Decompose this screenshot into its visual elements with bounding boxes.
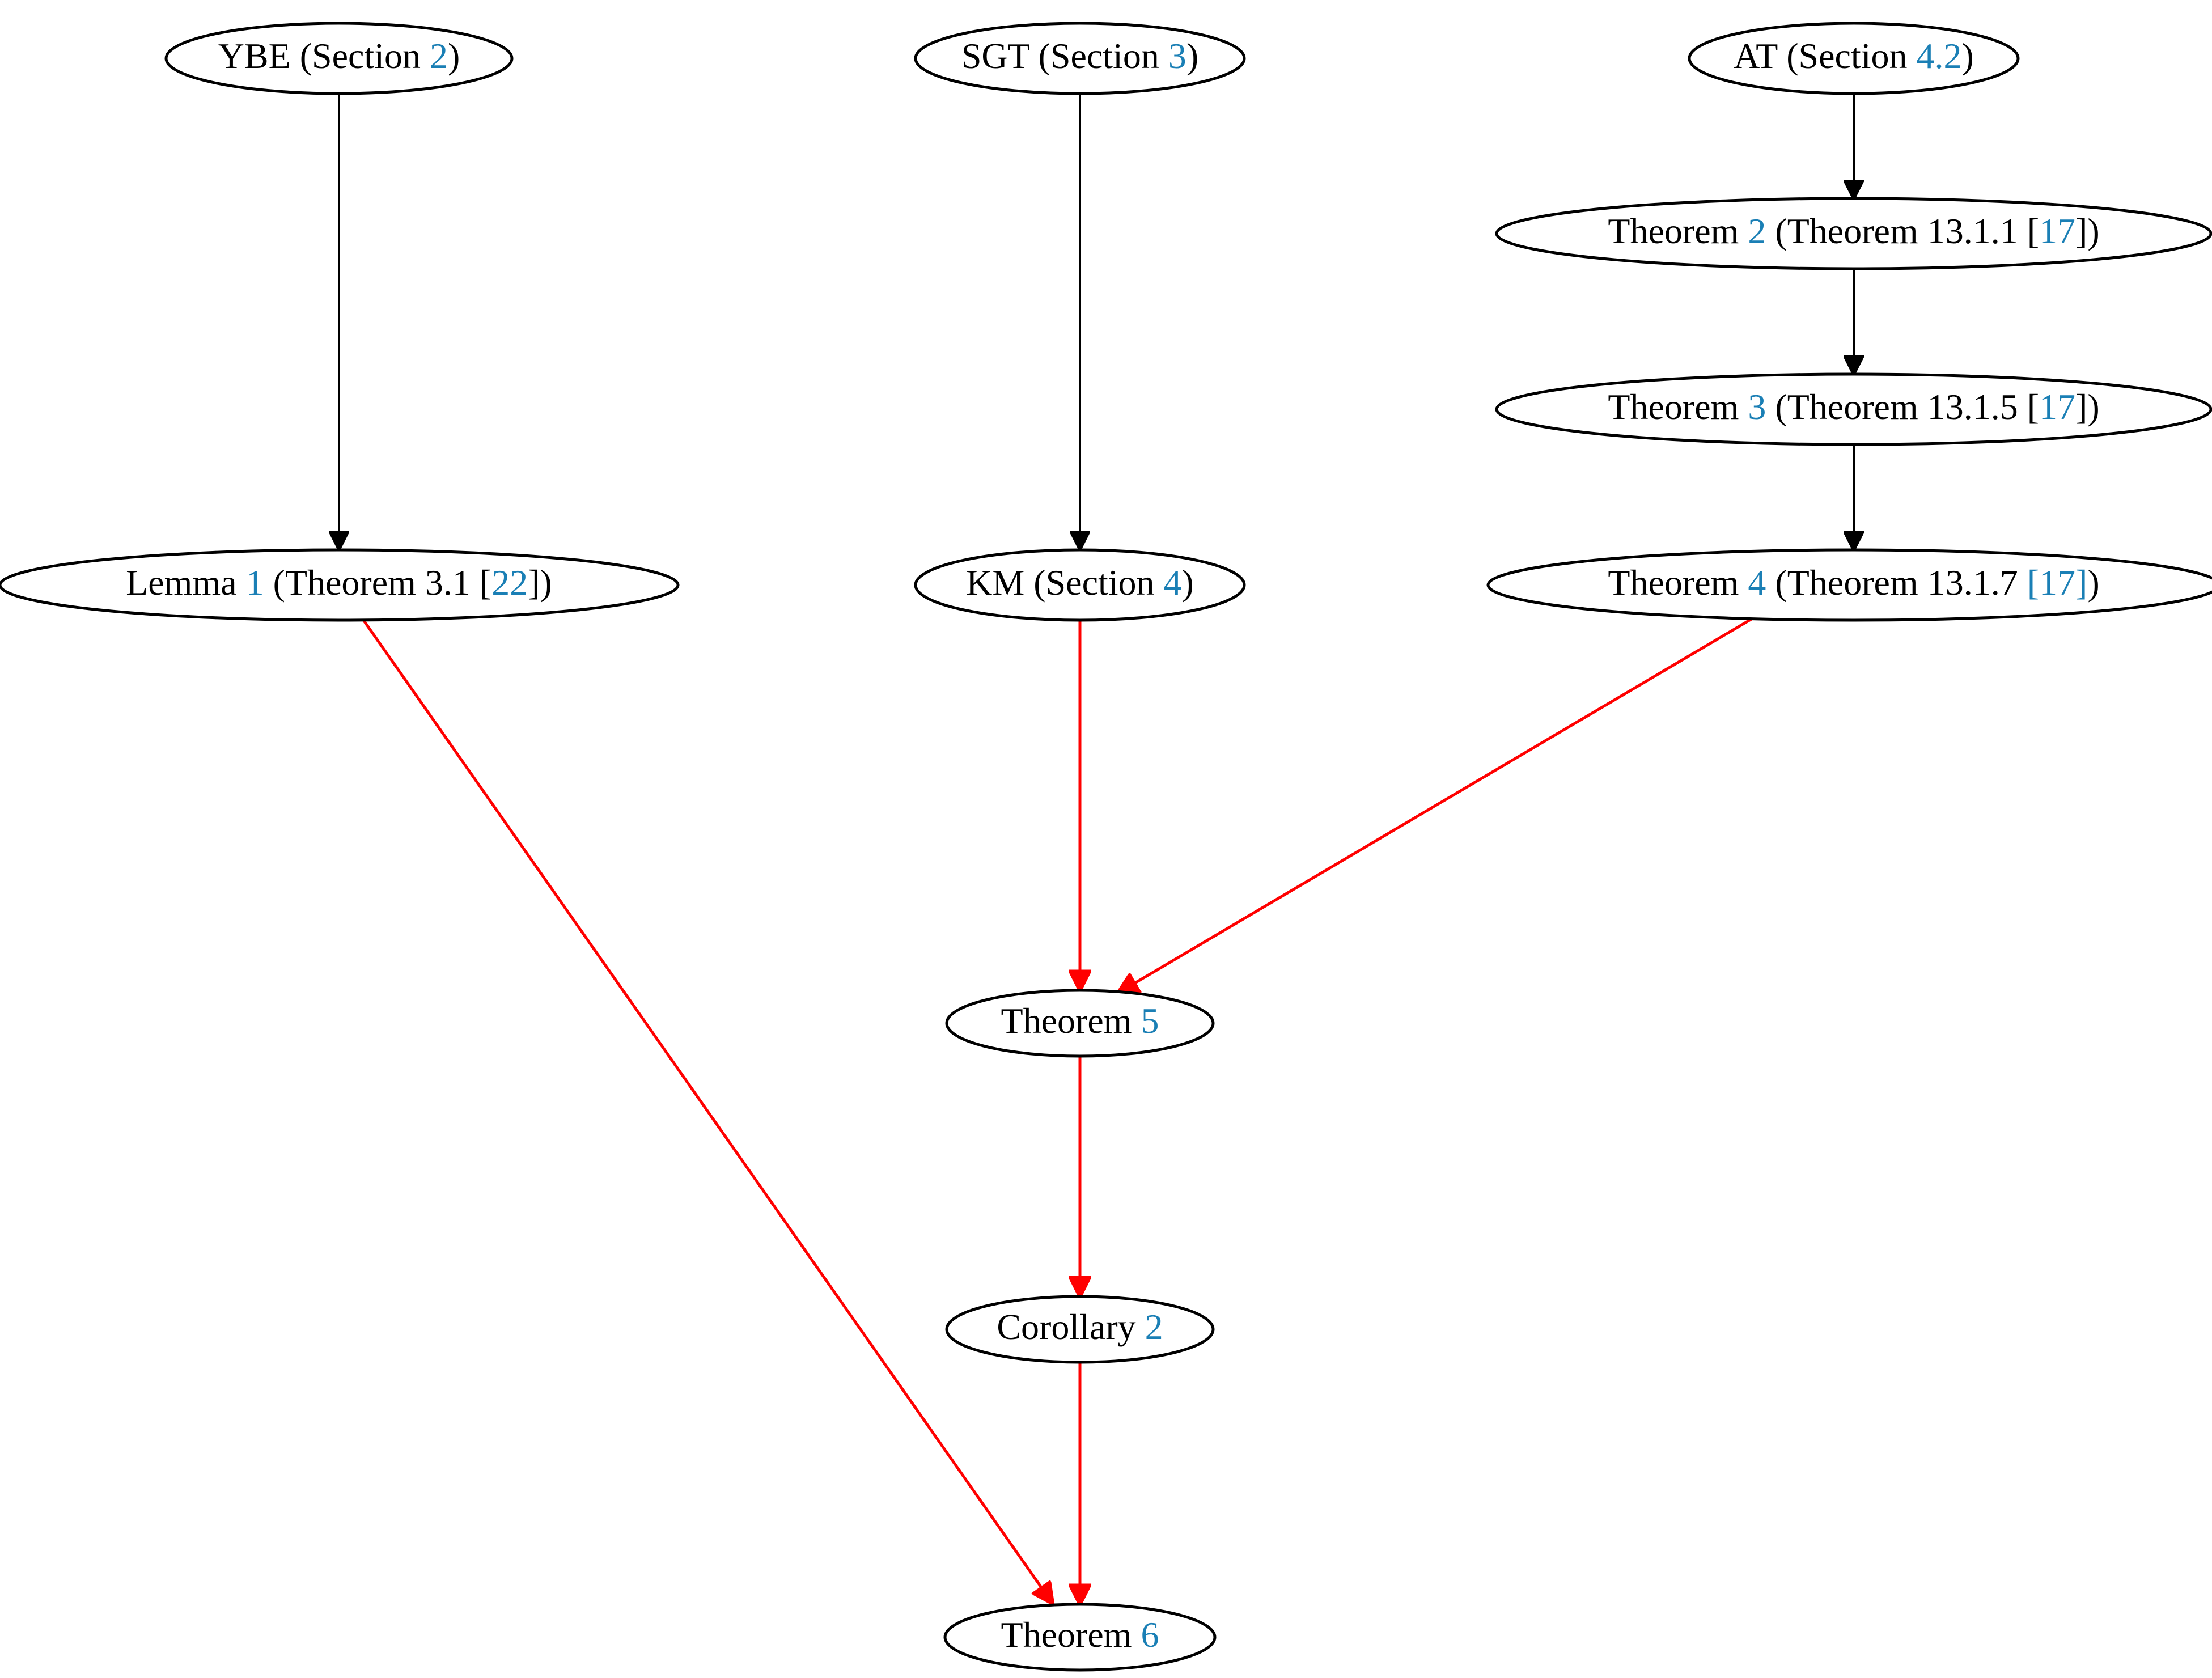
node-label-ybe-section-2: YBE (Section 2) — [218, 36, 460, 76]
graph-node-km-section-4[interactable]: KM (Section 4) — [914, 548, 1246, 622]
node-outline-corollary-2 — [945, 1295, 1215, 1364]
node-label-theorem-6: Theorem 6 — [1001, 1615, 1159, 1655]
node-outline-theorem-5 — [945, 989, 1215, 1058]
node-outline-theorem-3 — [1495, 372, 2212, 446]
node-outline-km-section-4 — [914, 548, 1246, 622]
node-outline-theorem-2 — [1495, 197, 2212, 270]
node-outline-theorem-6 — [943, 1603, 1217, 1672]
node-label-corollary-2: Corollary 2 — [997, 1307, 1163, 1347]
graph-node-theorem-6[interactable]: Theorem 6 — [943, 1603, 1217, 1672]
node-label-sgt-section-3: SGT (Section 3) — [961, 36, 1198, 76]
graph-node-theorem-2[interactable]: Theorem 2 (Theorem 13.1.1 [17]) — [1495, 197, 2212, 270]
node-outline-theorem-4 — [1486, 548, 2212, 622]
node-label-at-section-4-2: AT (Section 4.2) — [1734, 36, 1974, 76]
graph-node-theorem-3[interactable]: Theorem 3 (Theorem 13.1.5 [17]) — [1495, 372, 2212, 446]
node-outline-ybe-section-2 — [164, 22, 514, 95]
graph-node-corollary-2[interactable]: Corollary 2 — [945, 1295, 1215, 1364]
node-label-theorem-5: Theorem 5 — [1001, 1001, 1159, 1041]
graph-node-at-section-4-2[interactable]: AT (Section 4.2) — [1688, 22, 2020, 95]
edge-theorem4-to-theorem5 — [1120, 611, 1764, 992]
node-label-lemma-1: Lemma 1 (Theorem 3.1 [22]) — [126, 562, 552, 603]
edge-layer — [339, 94, 1854, 1603]
graph-node-ybe-section-2[interactable]: YBE (Section 2) — [164, 22, 514, 95]
node-label-km-section-4: KM (Section 4) — [966, 562, 1194, 603]
node-outline-at-section-4-2 — [1688, 22, 2020, 95]
node-label-theorem-3: Theorem 3 (Theorem 13.1.5 [17]) — [1608, 387, 2099, 427]
node-outline-sgt-section-3 — [914, 22, 1246, 95]
graph-node-sgt-section-3[interactable]: SGT (Section 3) — [914, 22, 1246, 95]
node-outline-lemma-1 — [0, 548, 680, 622]
edge-lemma1-to-theorem6 — [355, 610, 1052, 1602]
node-layer: YBE (Section 2) SGT (Section 3) AT (Sectio… — [0, 22, 2212, 1672]
graph-node-theorem-5[interactable]: Theorem 5 — [945, 989, 1215, 1058]
node-label-theorem-2: Theorem 2 (Theorem 13.1.1 [17]) — [1608, 211, 2099, 251]
node-label-theorem-4: Theorem 4 (Theorem 13.1.7 [17]) — [1608, 562, 2099, 603]
graph-node-lemma-1[interactable]: Lemma 1 (Theorem 3.1 [22]) — [0, 548, 680, 622]
graph-node-theorem-4[interactable]: Theorem 4 (Theorem 13.1.7 [17]) — [1486, 548, 2212, 622]
